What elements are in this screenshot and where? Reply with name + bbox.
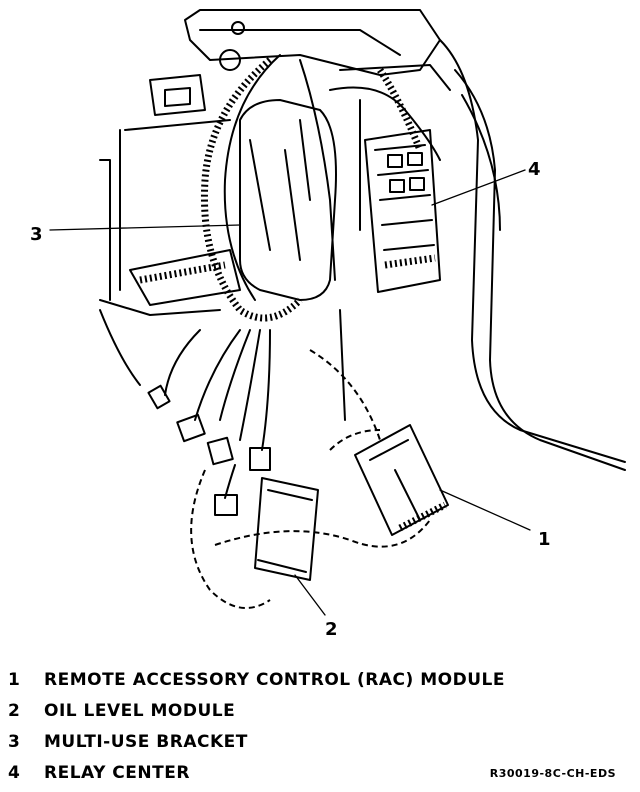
legend-row: 1 REMOTE ACCESSORY CONTROL (RAC) MODULE	[8, 664, 628, 695]
legend-number: 3	[8, 731, 21, 752]
pigtail-connectors	[147, 329, 271, 516]
legend-label: OIL LEVEL MODULE	[44, 700, 236, 721]
callout-2: 2	[325, 619, 338, 640]
callout-4: 4	[528, 159, 541, 180]
callout-1: 1	[538, 529, 551, 550]
legend-row: 2 OIL LEVEL MODULE	[8, 695, 628, 726]
relay-center	[364, 129, 441, 293]
dash-structure	[149, 9, 451, 116]
legend-row: 4 RELAY CENTER	[8, 757, 628, 788]
reference-code: R30019-8C-CH-EDS	[489, 767, 616, 780]
leader-lines	[49, 169, 531, 616]
legend-number: 1	[8, 669, 21, 690]
legend-row: 3 MULTI-USE BRACKET	[8, 726, 628, 757]
vehicle-body-outline	[99, 39, 626, 471]
oil-level-module	[190, 469, 431, 609]
legend-label: MULTI-USE BRACKET	[44, 731, 248, 752]
legend-number: 2	[8, 700, 21, 721]
legend-number: 4	[8, 762, 21, 783]
legend-label: RELAY CENTER	[44, 762, 190, 783]
legend-label: REMOTE ACCESSORY CONTROL (RAC) MODULE	[44, 669, 505, 690]
rac-module	[309, 309, 449, 536]
wiring-illustration: 3 4 1 2	[30, 9, 626, 640]
callout-3: 3	[30, 224, 43, 245]
legend: 1 REMOTE ACCESSORY CONTROL (RAC) MODULE …	[8, 664, 628, 788]
multi-use-bracket	[129, 99, 337, 306]
